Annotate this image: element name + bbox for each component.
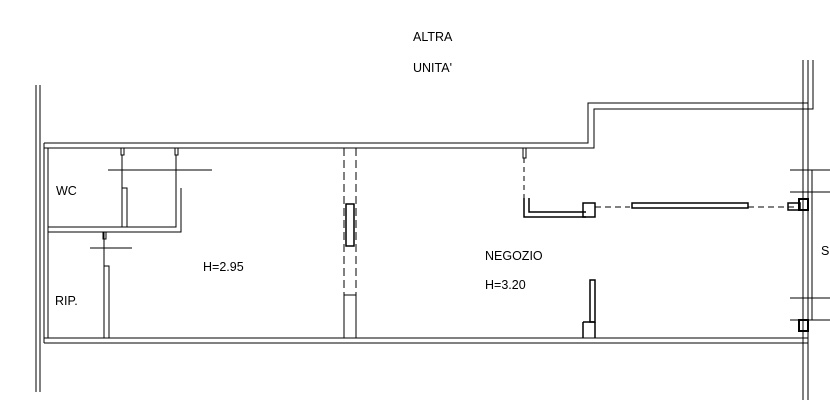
wc-bottom-wall: [48, 188, 182, 233]
central-partition: [343, 148, 357, 339]
wc-door: [108, 147, 212, 228]
left-exterior-lines: [35, 85, 41, 392]
wc-room-label: WC: [56, 184, 77, 198]
left-wall: [43, 143, 49, 343]
bottom-wall: [44, 337, 808, 344]
right-facade: [790, 60, 830, 400]
shop-height-label: H=3.20: [485, 278, 526, 292]
right-partitions: [522, 147, 801, 338]
shop-room-label: NEGOZIO: [485, 249, 543, 263]
rip-room-label: RIP.: [55, 294, 78, 308]
rip-door: [90, 231, 132, 339]
neighbor-label-line1: ALTRA: [413, 30, 453, 44]
section-cut-letter: S: [821, 244, 830, 258]
main-room-height-label: H=2.95: [203, 260, 244, 274]
neighbor-label-line2: UNITA': [413, 61, 452, 75]
